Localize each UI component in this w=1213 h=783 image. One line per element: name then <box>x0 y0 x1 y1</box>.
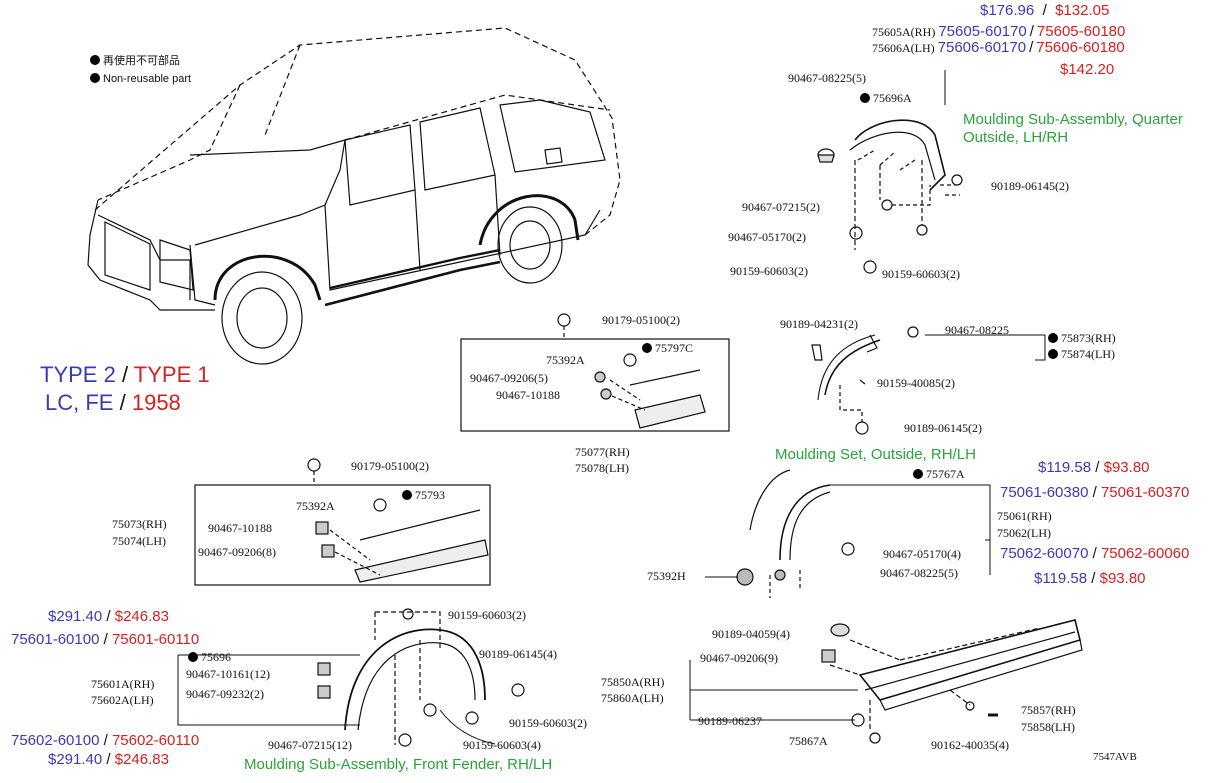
part-number: 90467-09206(9) <box>700 651 778 665</box>
part-number: 90467-08225(5) <box>788 71 866 85</box>
part-number: 90467-09206(5) <box>470 371 548 385</box>
part-number: 75062(LH) <box>997 526 1051 540</box>
non-reusable-dot-icon <box>90 73 100 83</box>
part-number: 90467-08225 <box>945 323 1009 337</box>
part-number: 90189-06145(2) <box>991 179 1069 193</box>
part-number: 90467-09232(2) <box>186 687 264 701</box>
quarter-name-1: Moulding Sub-Assembly, Quarter <box>963 111 1183 128</box>
part-number: 90179-05100(2) <box>602 313 680 327</box>
part-number: 75392A <box>546 353 585 367</box>
set-price-1: $119.58 / $93.80 <box>1038 459 1150 476</box>
part-number: 90189-06145(4) <box>479 647 557 661</box>
front-price-1: $291.40 / $246.83 <box>48 608 169 625</box>
non-reusable-dot-icon <box>860 93 870 103</box>
part-number: 75850A(RH) <box>601 675 665 689</box>
part-number: 90159-60603(2) <box>730 264 808 278</box>
quarter-rh-row: 75605A(RH) 75605-60170 / 75605-60180 <box>872 23 1126 40</box>
moulding-set-group <box>705 469 991 598</box>
part-number: 90189-06237 <box>698 714 762 728</box>
part-number: 90467-07215(12) <box>268 738 352 752</box>
part-number: 75077(RH) <box>575 445 630 459</box>
set-name: Moulding Set, Outside, RH/LH <box>775 446 976 463</box>
part-number: 75061(RH) <box>997 509 1052 523</box>
part-number: 75867A <box>789 734 828 748</box>
non-reusable-dot-icon <box>642 343 652 353</box>
set-code-2: 75062-60070 / 75062-60060 <box>1000 545 1190 562</box>
part-number: 90159-60603(4) <box>463 738 541 752</box>
rocker-moulding-group <box>689 619 1083 744</box>
part-number: 75860A(LH) <box>601 691 664 705</box>
part-number: 90159-60603(2) <box>509 716 587 730</box>
part-number: 75601A(RH) <box>91 677 155 691</box>
part-number: 90189-04231(2) <box>780 317 858 331</box>
front-name: Moulding Sub-Assembly, Front Fender, RH/… <box>244 756 553 773</box>
part-number: 90189-04059(4) <box>712 627 790 641</box>
lower-part: 75793 <box>402 489 445 501</box>
part-number: 75857(RH) <box>1021 703 1076 717</box>
part-number: 90159-40085(2) <box>877 376 955 390</box>
quarter-moulding-group <box>817 70 963 274</box>
vehicle-illustration <box>87 27 621 365</box>
legend-en: Non-reusable part <box>90 73 191 85</box>
part-number: 90159-60603(2) <box>882 267 960 281</box>
upper-part: 75797C <box>642 342 693 354</box>
non-reusable-dot-icon <box>188 652 198 662</box>
part-number: 90467-09206(8) <box>198 545 276 559</box>
rear-rh: 75873(RH) <box>1048 332 1116 344</box>
model-label: LC, FE / 1958 <box>45 390 181 415</box>
upper-door-box <box>460 313 730 432</box>
quarter-part: 75696A <box>860 92 912 104</box>
quarter-price-bottom: $142.20 <box>1060 61 1115 78</box>
rear-small-moulding-group <box>811 326 1046 435</box>
non-reusable-dot-icon <box>402 490 412 500</box>
part-number: 75078(LH) <box>575 461 629 475</box>
part-number: 75073(RH) <box>112 517 167 531</box>
front-fender-group <box>177 608 525 747</box>
non-reusable-dot-icon <box>1048 333 1058 343</box>
quarter-name-2: Outside, LH/RH <box>963 129 1069 146</box>
part-number: 90467-07215(2) <box>742 200 820 214</box>
type-label: TYPE 2 / TYPE 1 <box>40 362 210 387</box>
quarter-price-top: $176.96 / $132.05 <box>980 2 1110 19</box>
front-price-2: $291.40 / $246.83 <box>48 751 169 768</box>
part-number: 90467-10161(12) <box>186 667 270 681</box>
rear-lh: 75874(LH) <box>1048 348 1115 360</box>
lower-door-box <box>194 458 491 586</box>
front-part: 75696 <box>188 651 231 663</box>
part-number: 90159-60603(2) <box>448 608 526 622</box>
legend-jp: 再使用不可部品 <box>90 55 180 67</box>
non-reusable-dot-icon <box>913 469 923 479</box>
set-code-1: 75061-60380 / 75061-60370 <box>1000 484 1190 501</box>
figure-id: 7547AVB <box>1093 751 1137 763</box>
non-reusable-dot-icon <box>1048 349 1058 359</box>
part-number: 90467-10188 <box>496 388 560 402</box>
quarter-lh-row: 75606A(LH) 75606-60170 / 75606-60180 <box>872 39 1125 56</box>
set-price-2: $119.58 / $93.80 <box>1034 570 1146 587</box>
part-number: 90189-06145(2) <box>904 421 982 435</box>
part-number: 75392A <box>296 499 335 513</box>
non-reusable-dot-icon <box>90 55 100 65</box>
part-number: 90162-40035(4) <box>931 738 1009 752</box>
part-number: 90467-08225(5) <box>880 566 958 580</box>
front-code-1: 75601-60100 / 75601-60110 <box>11 631 200 648</box>
part-number: 90179-05100(2) <box>351 459 429 473</box>
part-number: 75858(LH) <box>1021 720 1075 734</box>
front-code-2: 75602-60100 / 75602-60110 <box>11 732 200 749</box>
part-number: 90467-10188 <box>208 521 272 535</box>
part-number: 90467-05170(4) <box>883 547 961 561</box>
part-number: 90467-05170(2) <box>728 230 806 244</box>
part-number: 75074(LH) <box>112 534 166 548</box>
part-number: 75602A(LH) <box>91 693 154 707</box>
part-number: 75392H <box>647 569 686 583</box>
set-part: 75767A <box>913 468 965 480</box>
